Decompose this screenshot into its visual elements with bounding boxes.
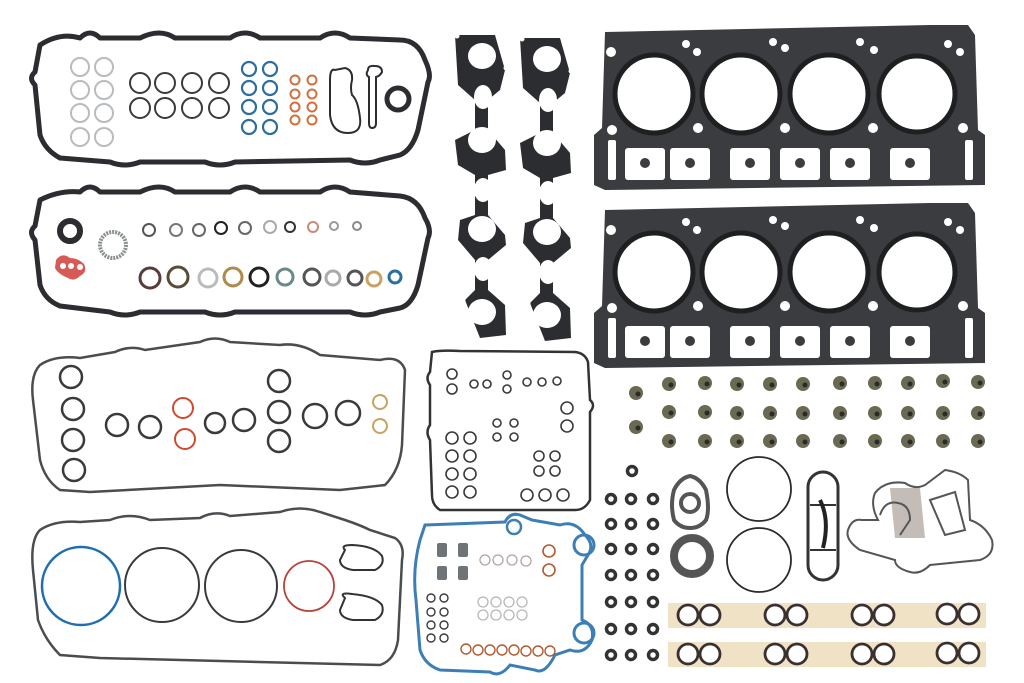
egr-gaskets	[670, 473, 714, 578]
intake-gaskets-row-lower	[668, 641, 986, 667]
valve-cover-gasket-upper	[29, 30, 432, 168]
valve-cover-gasket-lower	[29, 184, 432, 318]
intake-gaskets-row-upper	[668, 602, 986, 628]
large-orings	[726, 456, 792, 593]
oil-pan-gasket-upper	[31, 337, 407, 494]
exhaust-manifold-gaskets	[454, 33, 578, 341]
exhaust-gasket-left	[454, 33, 513, 338]
front-cover-gasket	[426, 349, 595, 512]
valve-stem-seals	[629, 374, 985, 448]
head-gasket-upper	[594, 25, 985, 190]
oil-pan-gasket-lower	[31, 507, 404, 667]
head-gasket-lower	[594, 203, 985, 538]
blue-front-cover-gasket	[413, 512, 596, 676]
small-orings-grid	[604, 464, 660, 662]
oval-screen-gasket	[806, 470, 840, 582]
exhaust-gasket-right	[519, 36, 578, 341]
oil-cooler-gasket	[846, 468, 994, 574]
